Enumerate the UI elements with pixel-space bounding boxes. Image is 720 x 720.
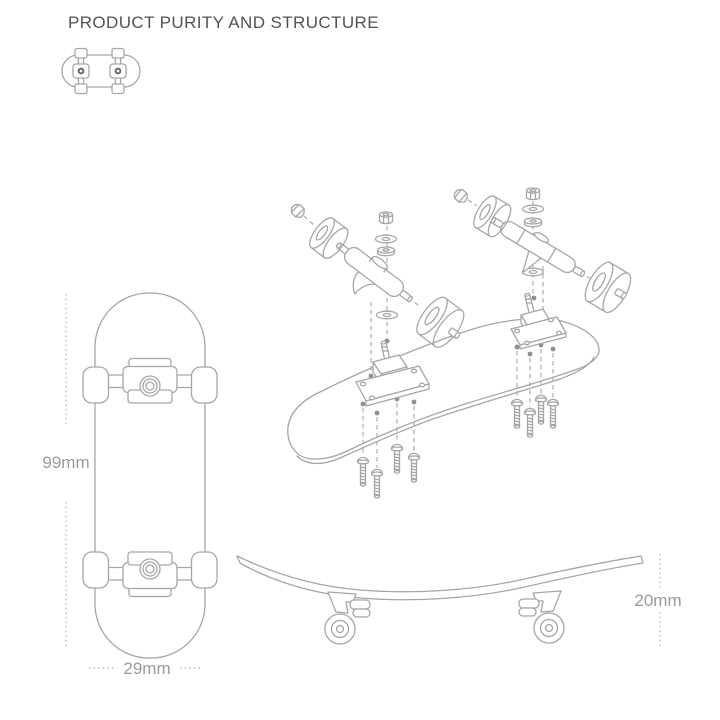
rear-mounting-screws (510, 394, 560, 438)
mini-front-truck (72, 47, 90, 95)
mini-rear-truck (109, 47, 127, 95)
front-hanger (319, 232, 421, 324)
front-kingpin-nut (378, 211, 394, 225)
bottom-view-skateboard (82, 293, 218, 658)
front-wheel-right (410, 291, 471, 353)
deck-rim-line (297, 357, 594, 463)
deck-outline-bottom-view (95, 293, 205, 658)
rear-baseplate-exploded (511, 293, 566, 349)
front-baseplate-exploded (356, 341, 429, 406)
front-truck-bottom-view (82, 357, 218, 404)
rear-truck-bottom-view (82, 551, 218, 598)
mini-skateboard-bottom-view (62, 47, 140, 95)
rear-axle-tip (613, 287, 628, 301)
rear-upper-washer (521, 204, 545, 214)
exploded-assembly-view (288, 186, 637, 499)
rear-kingpin-nut (525, 187, 541, 201)
rear-wheel-right (578, 257, 637, 318)
front-axle-nut (288, 201, 308, 221)
dimension-width: 29mm (89, 659, 203, 678)
rear-truck-side-view (518, 590, 565, 644)
front-mounting-screws (356, 443, 421, 499)
front-bushing (376, 246, 396, 257)
front-upper-washer (374, 234, 398, 244)
dim-width-label: 29mm (123, 659, 170, 678)
front-truck-exploded (288, 201, 471, 353)
dimension-thickness: 20mm (634, 554, 682, 646)
page-title: PRODUCT PURITY AND STRUCTURE (68, 13, 379, 32)
deck-outline-side-view (237, 556, 643, 600)
dim-length-label: 99mm (42, 453, 89, 472)
rear-axle-nut (451, 186, 471, 206)
rear-bushing (523, 217, 543, 228)
rear-truck-exploded (451, 186, 637, 318)
front-lower-washer (375, 310, 399, 320)
front-truck-side-view (324, 591, 371, 645)
dimension-length: 99mm (42, 294, 90, 648)
dim-thickness-label: 20mm (634, 591, 681, 610)
side-view-skateboard (237, 556, 643, 645)
